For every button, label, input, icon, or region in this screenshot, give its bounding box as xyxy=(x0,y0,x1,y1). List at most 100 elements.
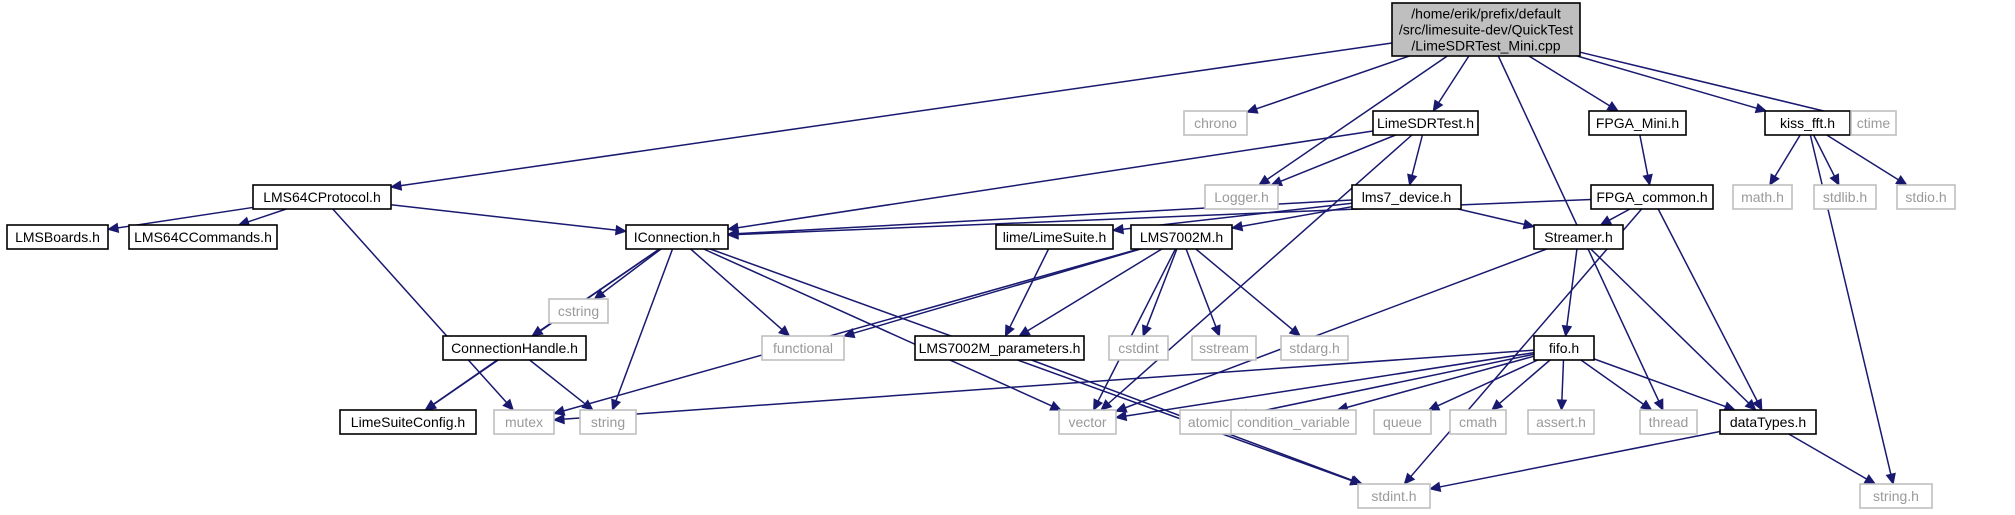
edge-arrowhead xyxy=(1885,472,1896,486)
node-sstream[interactable]: sstream xyxy=(1191,335,1257,361)
node-fifo-h[interactable]: fifo.h xyxy=(1533,335,1595,361)
node-label: queue xyxy=(1383,414,1422,430)
node-iconnection-h[interactable]: IConnection.h xyxy=(625,224,729,250)
node-stdlib-h[interactable]: stdlib.h xyxy=(1813,184,1877,210)
node-logger-h[interactable]: Logger.h xyxy=(1204,184,1279,210)
node-label: IConnection.h xyxy=(634,229,720,245)
node-box xyxy=(548,298,609,324)
node-box xyxy=(1357,483,1431,509)
node-label: lms7_device.h xyxy=(1362,189,1452,205)
node-assert-h[interactable]: assert.h xyxy=(1527,409,1595,435)
node-lms7002m-parameters-h[interactable]: LMS7002M_parameters.h xyxy=(914,335,1085,361)
node-box xyxy=(339,409,477,435)
node-box xyxy=(1533,224,1624,250)
node-stdarg-h[interactable]: stdarg.h xyxy=(1280,335,1349,361)
edge-lms64cprotocol-h-to-lms64ccommands-h xyxy=(237,208,287,227)
edge-line xyxy=(709,248,1352,482)
node-box xyxy=(128,224,278,250)
edge-line xyxy=(1774,134,1801,177)
node-box xyxy=(1130,224,1233,250)
node-ctime[interactable]: ctime xyxy=(1850,110,1897,136)
node-cmath[interactable]: cmath xyxy=(1449,409,1507,435)
node-stdio-h[interactable]: stdio.h xyxy=(1896,184,1956,210)
node-fpga-mini-h[interactable]: FPGA_Mini.h xyxy=(1588,110,1687,136)
node-connectionhandle-h[interactable]: ConnectionHandle.h xyxy=(442,335,587,361)
edge-arrowhead xyxy=(1111,223,1125,235)
edge-arrowhead xyxy=(1427,400,1441,411)
edge-arrowhead xyxy=(1639,399,1653,411)
node-lms64cprotocol-h[interactable]: LMS64CProtocol.h xyxy=(252,184,392,210)
node-label: string.h xyxy=(1873,488,1919,504)
edge-arrowhead xyxy=(1018,326,1031,337)
edge-arrowhead xyxy=(1403,472,1416,485)
node-box xyxy=(1230,409,1357,435)
node-cstdint[interactable]: cstdint xyxy=(1108,335,1169,361)
edge-iconnection-h-to-cstring xyxy=(593,248,662,300)
node-lms64ccommands-h[interactable]: LMS64CCommands.h xyxy=(128,224,278,250)
node-queue[interactable]: queue xyxy=(1373,409,1432,435)
node-stdint-h[interactable]: stdint.h xyxy=(1357,483,1431,509)
node-chrono[interactable]: chrono xyxy=(1183,110,1248,136)
edge-arrowhead xyxy=(1863,474,1877,485)
node-thread[interactable]: thread xyxy=(1639,409,1698,435)
node-lms7002m-h[interactable]: LMS7002M.h xyxy=(1130,224,1233,250)
node-label: LMSBoards.h xyxy=(15,229,100,245)
edge-lms7002m-h-to-cstdint xyxy=(1142,248,1178,338)
node-lms7-device-h[interactable]: lms7_device.h xyxy=(1351,184,1462,210)
node-label: sstream xyxy=(1199,340,1249,356)
edge-datatypes-h-to-string-h xyxy=(1788,433,1877,485)
node-condition-variable[interactable]: condition_variable xyxy=(1230,409,1357,435)
edge-lms7002m-h-to-vector xyxy=(1093,248,1177,412)
node-fpga-common-h[interactable]: FPGA_common.h xyxy=(1590,184,1714,210)
node-string-h[interactable]: string.h xyxy=(1859,483,1933,509)
node-streamer-h[interactable]: Streamer.h xyxy=(1533,224,1624,250)
edge-line xyxy=(1566,248,1578,327)
edge-line xyxy=(1608,208,1631,221)
node-limesdrtest-h[interactable]: LimeSDRTest.h xyxy=(1372,110,1479,136)
edge-line xyxy=(563,248,1140,412)
edge-line xyxy=(1411,134,1424,176)
edge-line xyxy=(1437,359,1539,407)
node-lime-limesuite-h[interactable]: lime/LimeSuite.h xyxy=(995,224,1114,250)
node-box xyxy=(1108,335,1169,361)
node-atomic[interactable]: atomic xyxy=(1179,409,1238,435)
node-limesuiteconfig-h[interactable]: LimeSuiteConfig.h xyxy=(339,409,477,435)
node-functional[interactable]: functional xyxy=(761,335,845,361)
node-vector[interactable]: vector xyxy=(1058,409,1117,435)
edge-arrowhead xyxy=(1407,173,1418,187)
node-label: stdio.h xyxy=(1905,189,1946,205)
edge-arrowhead xyxy=(581,399,594,411)
node-box xyxy=(1191,335,1257,361)
edge-arrowhead xyxy=(593,288,607,300)
edge-arrowhead xyxy=(389,180,403,191)
edges-layer xyxy=(106,42,1908,493)
edge-arrowhead xyxy=(726,229,739,240)
node-cstring[interactable]: cstring xyxy=(548,298,609,324)
edge-iconnection-h-to-string xyxy=(611,248,674,412)
node-kiss-fft-h[interactable]: kiss_fft.h xyxy=(1764,110,1851,136)
node-box xyxy=(1639,409,1698,435)
node-lmsboards-h[interactable]: LMSBoards.h xyxy=(6,224,109,250)
node-label: dataTypes.h xyxy=(1730,414,1806,430)
edge-arrowhead xyxy=(1210,324,1221,338)
node-label: /home/erik/prefix/default xyxy=(1411,6,1561,22)
node-datatypes-h[interactable]: dataTypes.h xyxy=(1719,409,1817,435)
edge-line xyxy=(1639,134,1649,176)
node-box xyxy=(1719,409,1817,435)
edge-line xyxy=(529,359,586,405)
edge-arrowhead xyxy=(1642,173,1653,187)
node-root[interactable]: /home/erik/prefix/default/src/limesuite-… xyxy=(1391,2,1581,57)
node-math-h[interactable]: math.h xyxy=(1732,184,1793,210)
node-string[interactable]: string xyxy=(579,409,637,435)
edge-arrowhead xyxy=(1769,173,1780,187)
edge-line xyxy=(853,248,1141,334)
edge-arrowhead xyxy=(1556,399,1568,412)
node-mutex[interactable]: mutex xyxy=(493,409,555,435)
edge-line xyxy=(1576,55,1757,109)
edge-arrowhead xyxy=(502,398,515,411)
node-label: thread xyxy=(1649,414,1689,430)
node-label: functional xyxy=(773,340,833,356)
edge-line xyxy=(247,208,287,223)
edge-arrowhead xyxy=(842,327,856,339)
edge-line xyxy=(1256,55,1410,110)
